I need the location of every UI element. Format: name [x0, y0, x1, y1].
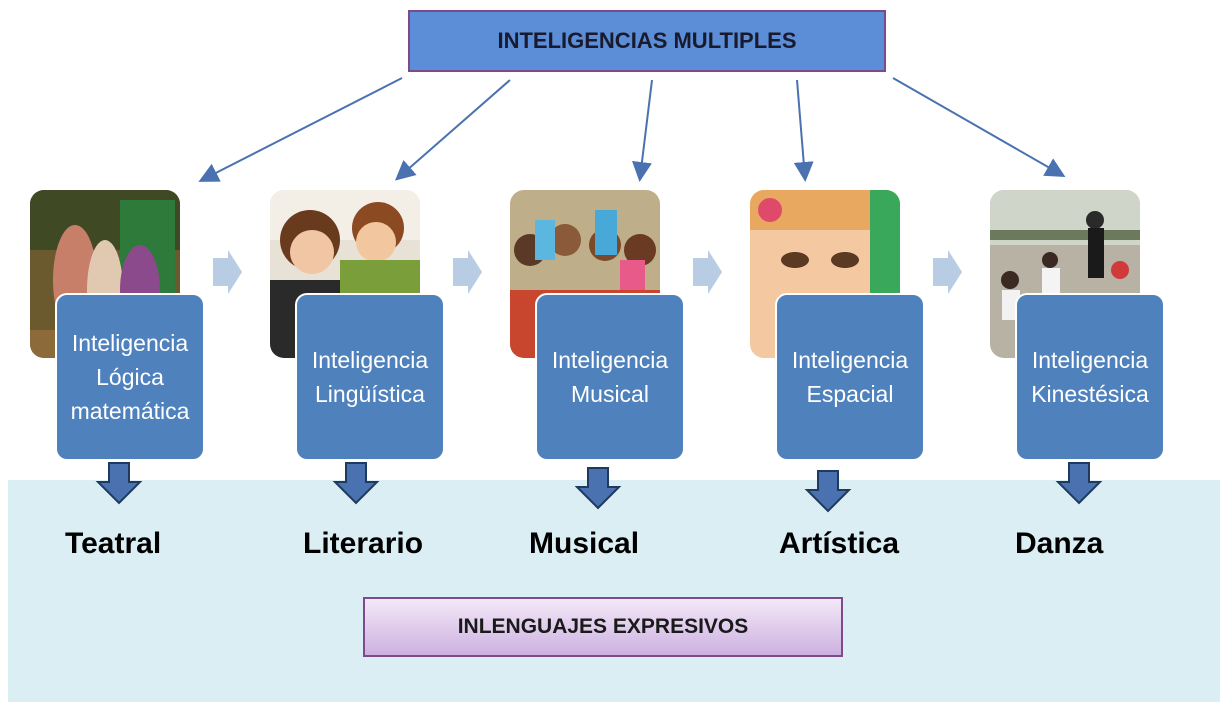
chevron-right-icon — [213, 250, 242, 294]
language-label-literario: Literario — [303, 527, 424, 560]
footer-text: INLENGUAJES EXPRESIVOS — [457, 615, 749, 638]
down-arrow-icon — [95, 462, 143, 505]
language-label-danza: Danza — [1015, 527, 1104, 560]
arrow-to-espacial — [793, 79, 814, 182]
footer-box: INLENGUAJES EXPRESIVOS — [363, 597, 843, 657]
arrow-to-linguistica — [394, 79, 511, 181]
card-label: Inteligencia Lingüística — [311, 347, 429, 407]
language-label-artistica: Artística — [779, 527, 900, 560]
chevron-right-icon — [453, 250, 482, 294]
title-box: INTELIGENCIAS MULTIPLES — [408, 10, 886, 72]
card-label: Inteligencia Kinestésica — [1031, 347, 1149, 407]
chevron-right-icon — [933, 250, 962, 294]
arrow-to-kinestesica — [892, 77, 1066, 177]
card-musical: Inteligencia Musical — [535, 293, 685, 461]
down-arrow-icon — [1055, 462, 1103, 505]
card-label: Inteligencia Lógica matemática — [70, 330, 190, 424]
language-label-teatral: Teatral — [65, 527, 162, 560]
arrow-to-logica — [198, 77, 403, 182]
title-text: INTELIGENCIAS MULTIPLES — [497, 28, 797, 53]
arrow-to-musical — [632, 79, 653, 182]
card-kinestesica: Inteligencia Kinestésica — [1015, 293, 1165, 461]
card-label: Inteligencia Musical — [551, 347, 669, 407]
down-arrow-icon — [804, 470, 852, 513]
card-linguistica: Inteligencia Lingüística — [295, 293, 445, 461]
down-arrow-icon — [574, 467, 622, 510]
card-label: Inteligencia Espacial — [791, 347, 909, 407]
card-logica-matematica: Inteligencia Lógica matemática — [55, 293, 205, 461]
expressive-languages-panel — [8, 480, 1220, 702]
down-arrow-icon — [332, 462, 380, 505]
language-label-musical: Musical — [529, 527, 640, 560]
card-espacial: Inteligencia Espacial — [775, 293, 925, 461]
chevron-right-icon — [693, 250, 722, 294]
